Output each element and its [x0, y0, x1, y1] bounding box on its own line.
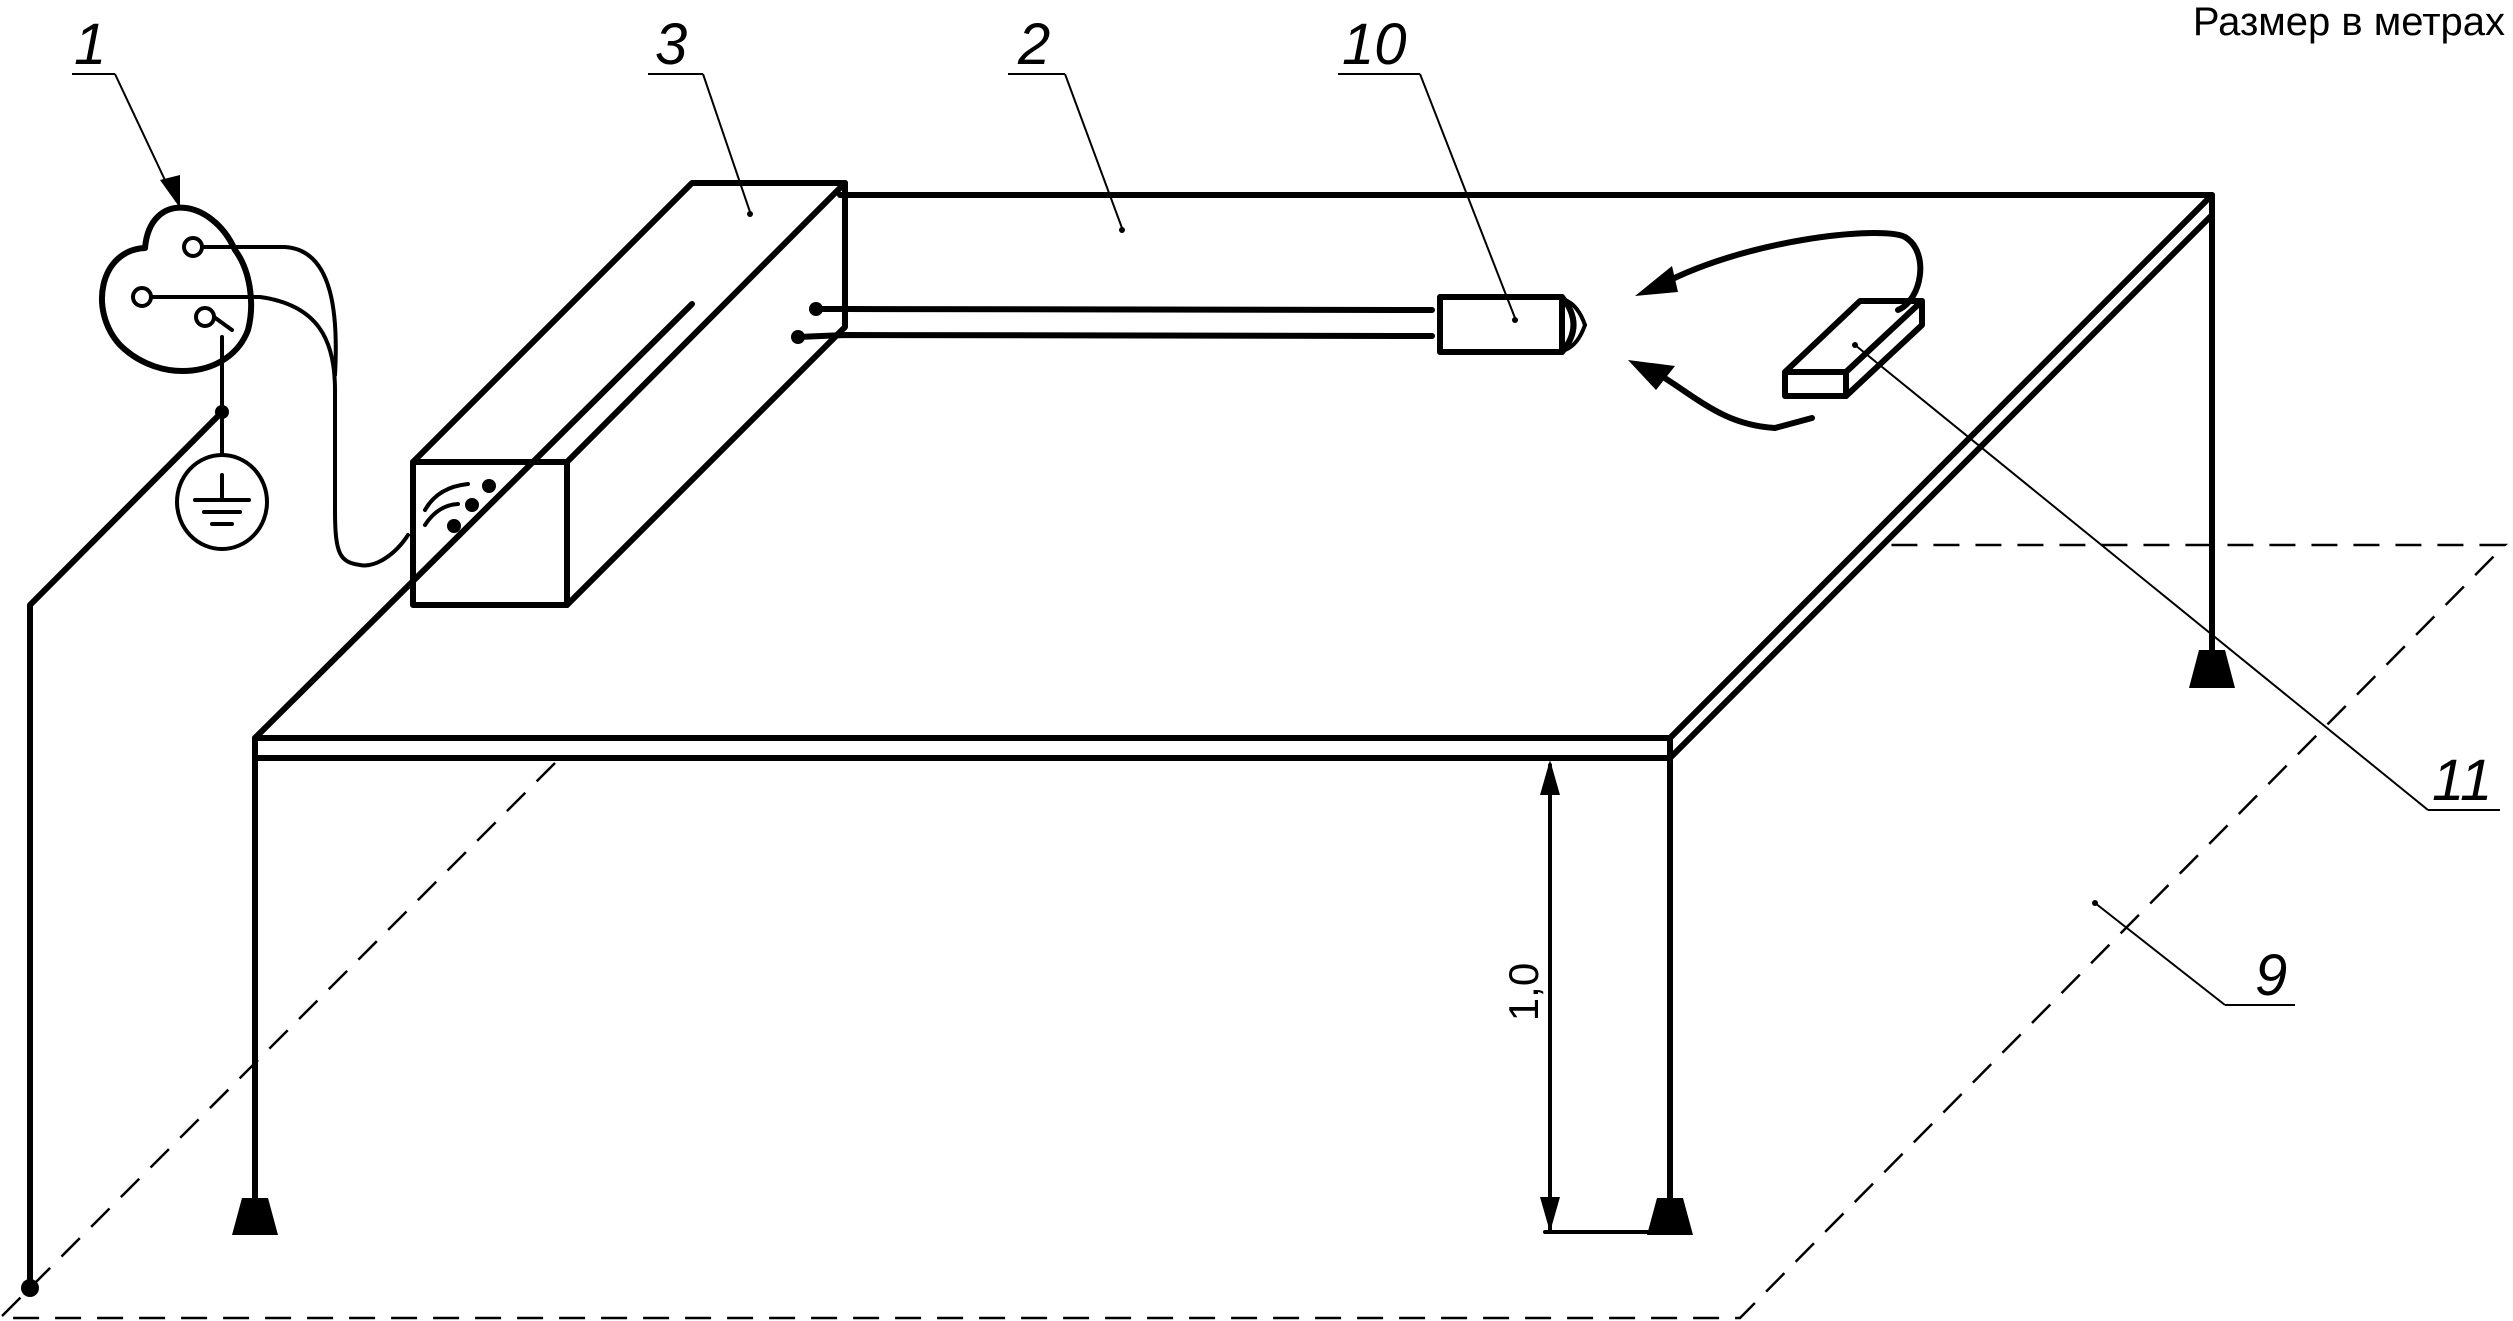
ground-plane: [0, 543, 2508, 1320]
cable: [795, 306, 1435, 340]
callout-ground-plane: 9: [2092, 900, 2295, 1008]
box-front-terminal-2: [465, 498, 479, 512]
svg-text:1: 1: [74, 12, 106, 77]
table: [232, 192, 2235, 1235]
generator-terminal-3: [194, 306, 216, 328]
device: [1782, 298, 1925, 399]
height-dimension-label: 1,0: [1500, 963, 1547, 1021]
generator-terminal-2: [131, 286, 153, 308]
callout-device: 11: [1852, 342, 2500, 813]
units-note: Размер в метрах: [2193, 0, 2505, 44]
cylinder: [1437, 294, 1587, 355]
callout-table-top: 2: [1008, 12, 1125, 233]
height-dimension: 1,0: [1500, 760, 1657, 1234]
ground-symbol: [21, 335, 269, 1297]
callout-cylinder: 10: [1338, 12, 1518, 323]
svg-text:11: 11: [2432, 748, 2492, 813]
table-foot-front-right: [1647, 1198, 1693, 1235]
signal-wires: [1628, 230, 1924, 431]
svg-text:3: 3: [655, 12, 687, 77]
box-front-terminal-1: [482, 479, 496, 493]
callout-generator: 1: [72, 12, 180, 208]
callout-generator-arrow: [160, 175, 180, 208]
box-front-terminal-3: [447, 519, 461, 533]
callout-box: 3: [648, 12, 753, 217]
svg-text:10: 10: [1342, 12, 1407, 77]
box: [410, 180, 848, 608]
svg-text:9: 9: [2255, 943, 2287, 1008]
generator-terminal-1: [182, 236, 204, 258]
arrow-head-upper: [1635, 266, 1678, 296]
table-foot-front-left: [232, 1198, 278, 1235]
arrow-head-lower: [1628, 360, 1675, 390]
floor-terminal: [21, 1279, 39, 1297]
table-foot-back-right: [2189, 650, 2235, 688]
svg-text:2: 2: [1017, 12, 1050, 77]
generator: [98, 204, 410, 568]
